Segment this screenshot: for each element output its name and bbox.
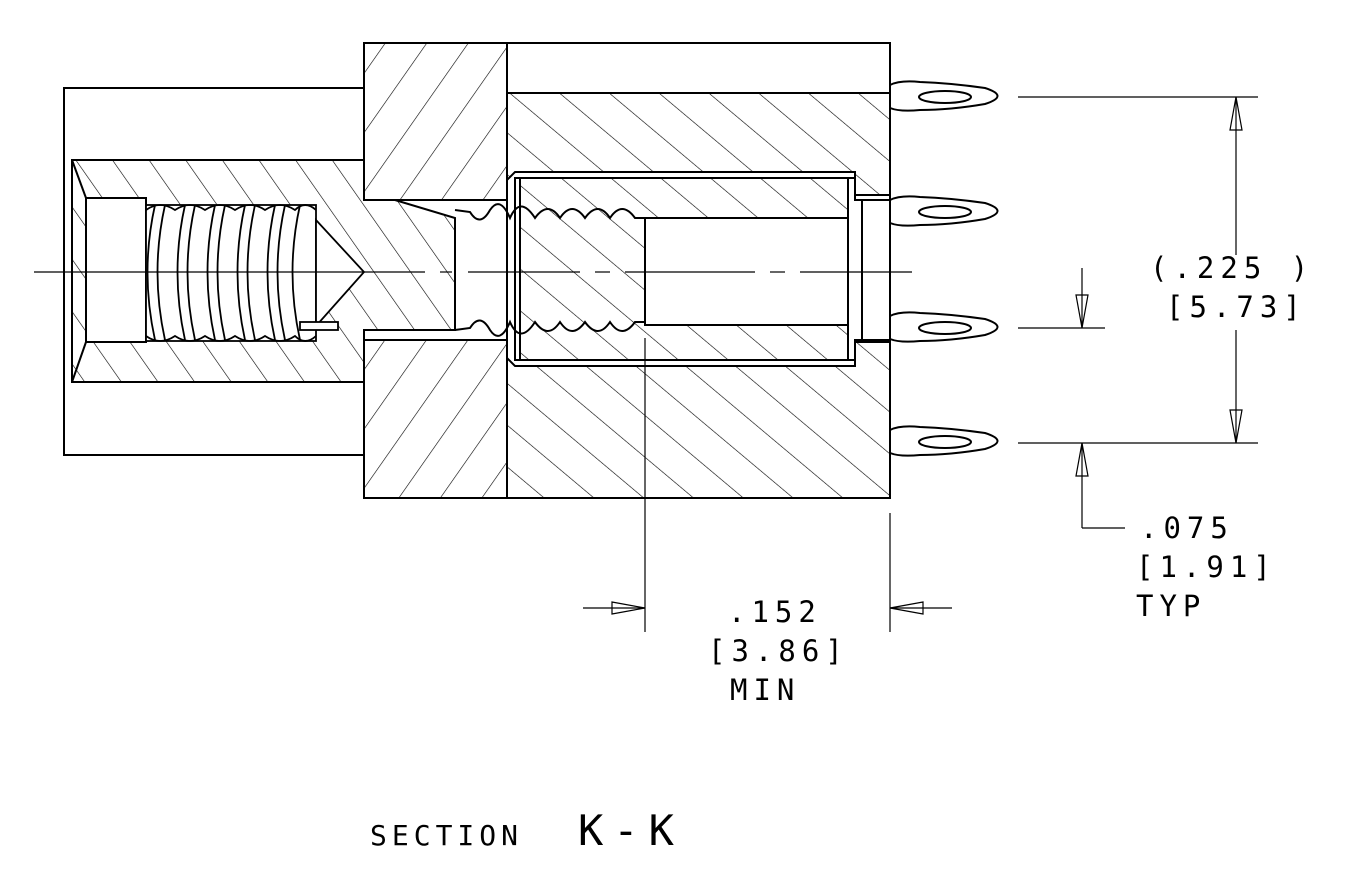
pin-spacing-note-text: TYP bbox=[1136, 589, 1206, 623]
section-title: SECTION K-K bbox=[370, 806, 684, 855]
dimension-lines bbox=[583, 96, 1258, 632]
dimension-pitch-label: (.225 ) [5.73] bbox=[1150, 251, 1314, 324]
pin-2 bbox=[889, 195, 999, 227]
pins bbox=[889, 80, 999, 457]
bottom-flange bbox=[363, 339, 508, 499]
pin-spacing-mm-text: [1.91] bbox=[1136, 550, 1277, 584]
part-geometry bbox=[63, 42, 999, 499]
top-flange bbox=[363, 42, 508, 201]
pin-spacing-inch-text: .075 bbox=[1140, 511, 1234, 545]
pitch-inch-text: (.225 ) bbox=[1150, 251, 1314, 285]
dimension-thread-depth-label: .152 [3.86] MIN bbox=[708, 595, 849, 707]
pin-3 bbox=[889, 311, 999, 343]
section-word: SECTION bbox=[370, 819, 523, 852]
pin-1 bbox=[889, 80, 999, 112]
section-id: K-K bbox=[578, 806, 684, 855]
thread-depth-note-text: MIN bbox=[730, 673, 800, 707]
dimension-pin-spacing-label: .075 [1.91] TYP bbox=[1136, 511, 1277, 623]
right-body bbox=[506, 42, 891, 499]
thread-depth-inch-text: .152 bbox=[728, 595, 822, 629]
threaded-insert bbox=[454, 177, 891, 361]
pitch-mm-text: [5.73] bbox=[1166, 290, 1307, 324]
pin-4 bbox=[889, 425, 999, 457]
thread-depth-mm-text: [3.86] bbox=[708, 634, 849, 668]
